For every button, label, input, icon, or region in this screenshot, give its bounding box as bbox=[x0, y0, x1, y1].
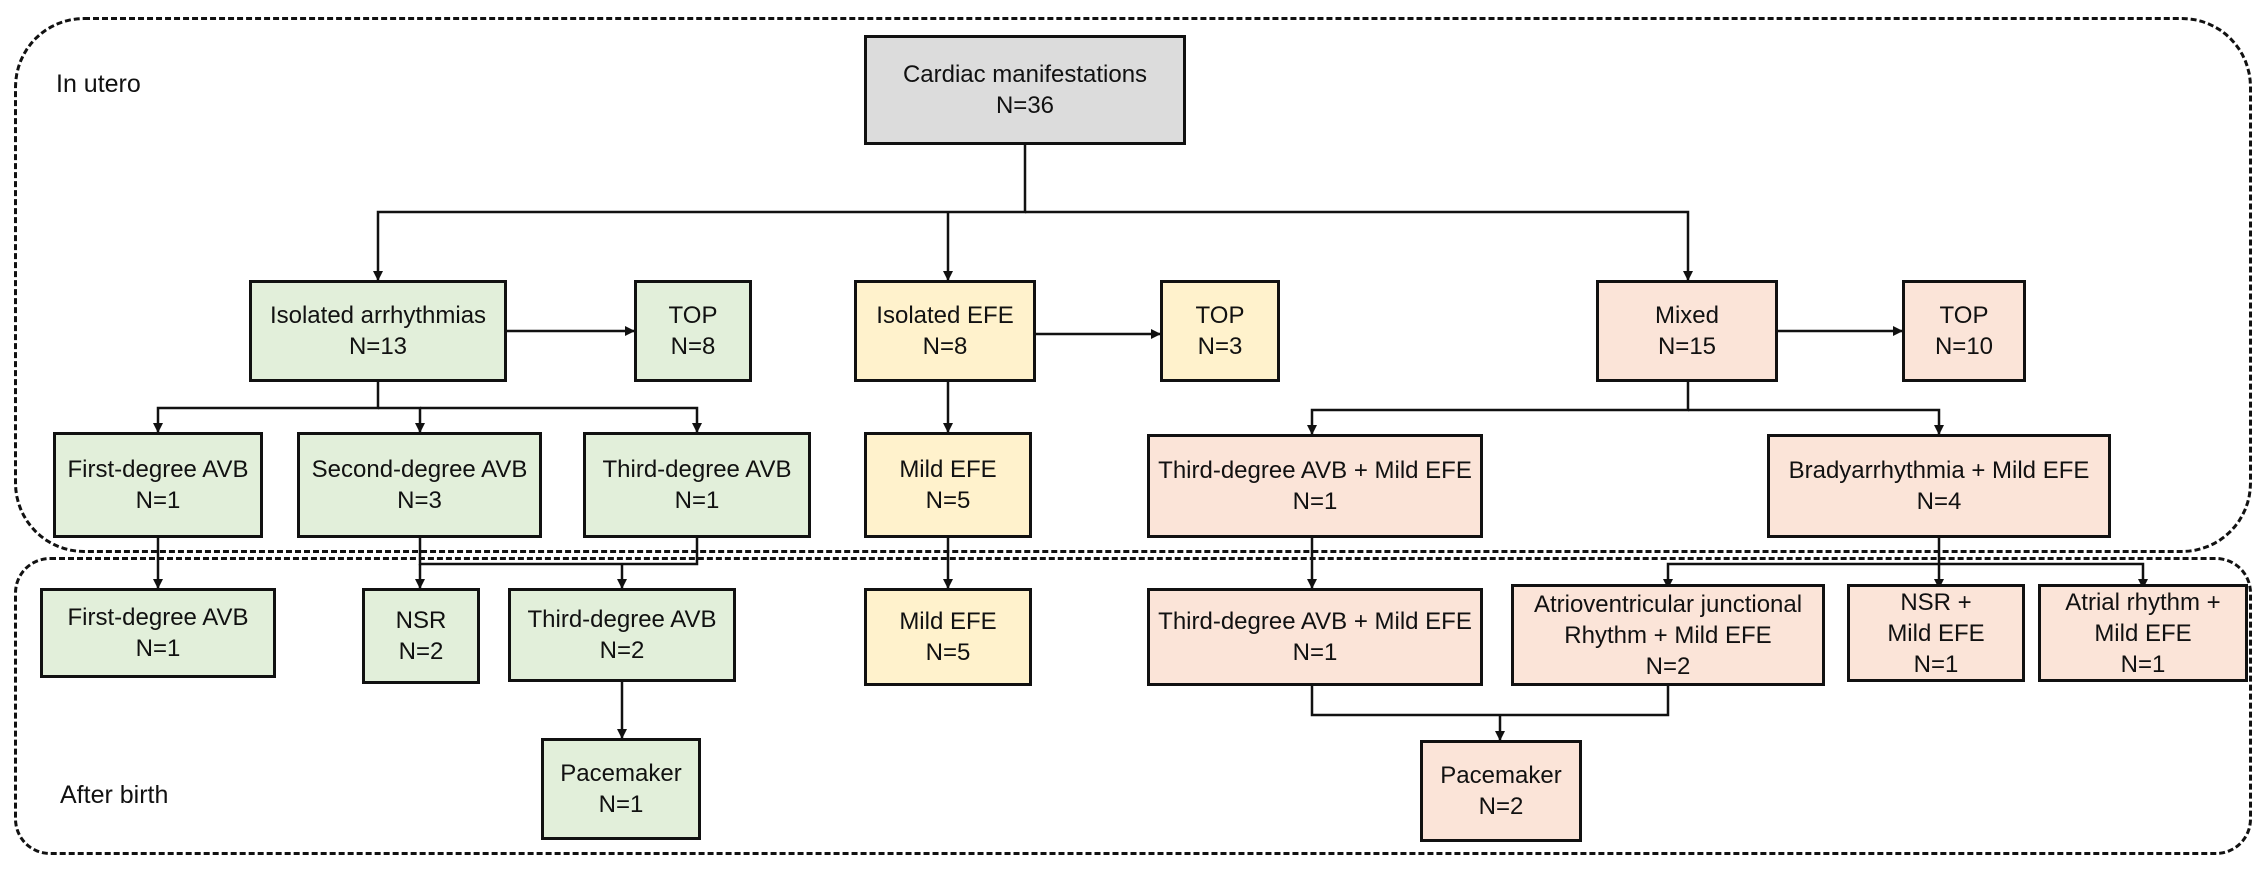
node-count: N=8 bbox=[922, 333, 968, 360]
node-label-line2: Rhythm + Mild EFE bbox=[1564, 621, 1772, 649]
node-count: N=1 bbox=[1292, 488, 1338, 515]
pacemaker-mixed-node: Pacemaker N=2 bbox=[1420, 740, 1582, 842]
node-label: Third-degree AVB + Mild EFE bbox=[1158, 608, 1472, 635]
node-label: Pacemaker bbox=[1440, 762, 1562, 789]
node-count: N=1 bbox=[135, 487, 181, 514]
nsr-birth-node: NSR N=2 bbox=[362, 588, 480, 684]
node-count: N=3 bbox=[1197, 333, 1243, 360]
node-label: Mild EFE bbox=[899, 456, 997, 483]
top-efe-node: TOP N=3 bbox=[1160, 280, 1280, 382]
node-label: NSR + bbox=[1900, 588, 1972, 616]
node-count: N=13 bbox=[348, 333, 408, 360]
node-label: First-degree AVB bbox=[67, 604, 249, 631]
node-label: Third-degree AVB bbox=[602, 456, 792, 483]
first-degree-avb-utero-node: First-degree AVB N=1 bbox=[53, 432, 263, 538]
node-count: N=2 bbox=[599, 637, 645, 664]
node-count: N=1 bbox=[674, 487, 720, 514]
node-label: Cardiac manifestations bbox=[902, 61, 1148, 88]
node-count: N=1 bbox=[1913, 650, 1959, 678]
node-label-line2: Mild EFE bbox=[1887, 619, 1985, 647]
av-junctional-rhythm-birth-node: Atrioventricular junctional Rhythm + Mil… bbox=[1511, 584, 1825, 686]
node-count: N=10 bbox=[1934, 333, 1994, 360]
node-label: TOP bbox=[1939, 302, 1989, 329]
after-birth-region bbox=[14, 557, 2252, 855]
node-count: N=4 bbox=[1916, 488, 1962, 515]
node-label: TOP bbox=[668, 302, 718, 329]
node-label: Mixed bbox=[1654, 302, 1720, 329]
node-count: N=1 bbox=[2120, 650, 2166, 678]
node-count: N=2 bbox=[398, 638, 444, 665]
node-label: TOP bbox=[1195, 302, 1245, 329]
node-count: N=1 bbox=[598, 791, 644, 818]
in-utero-region bbox=[14, 17, 2252, 553]
pacemaker-arrhythmia-node: Pacemaker N=1 bbox=[541, 738, 701, 840]
isolated-efe-node: Isolated EFE N=8 bbox=[854, 280, 1036, 382]
in-utero-label: In utero bbox=[56, 70, 141, 98]
atrial-rhythm-mild-efe-birth-node: Atrial rhythm + Mild EFE N=1 bbox=[2038, 584, 2248, 682]
node-label: Isolated EFE bbox=[876, 302, 1014, 329]
third-avb-mild-efe-birth-node: Third-degree AVB + Mild EFE N=1 bbox=[1147, 588, 1483, 686]
node-label: First-degree AVB bbox=[67, 456, 249, 483]
node-label-line2: Mild EFE bbox=[2094, 619, 2192, 647]
first-degree-avb-birth-node: First-degree AVB N=1 bbox=[40, 588, 276, 678]
mild-efe-birth-node: Mild EFE N=5 bbox=[864, 588, 1032, 686]
node-label: Third-degree AVB + Mild EFE bbox=[1158, 457, 1472, 484]
node-label: Atrioventricular junctional bbox=[1533, 590, 1803, 618]
node-count: N=15 bbox=[1657, 333, 1717, 360]
third-degree-avb-birth-node: Third-degree AVB N=2 bbox=[508, 588, 736, 682]
second-degree-avb-utero-node: Second-degree AVB N=3 bbox=[297, 432, 542, 538]
node-count: N=3 bbox=[397, 487, 442, 514]
node-label: Atrial rhythm + bbox=[2065, 588, 2221, 616]
node-count: N=5 bbox=[925, 639, 971, 666]
node-count: N=1 bbox=[1292, 639, 1338, 666]
node-count: N=1 bbox=[135, 635, 181, 662]
node-count: N=5 bbox=[925, 487, 971, 514]
mild-efe-utero-node: Mild EFE N=5 bbox=[864, 432, 1032, 538]
after-birth-label: After birth bbox=[60, 781, 169, 809]
top-arrhythmias-node: TOP N=8 bbox=[634, 280, 752, 382]
mixed-node: Mixed N=15 bbox=[1596, 280, 1778, 382]
node-label: Second-degree AVB bbox=[311, 456, 528, 483]
node-count: N=36 bbox=[995, 92, 1055, 119]
node-count: N=2 bbox=[1645, 652, 1691, 680]
nsr-mild-efe-birth-node: NSR + Mild EFE N=1 bbox=[1847, 584, 2025, 682]
node-label: Bradyarrhythmia + Mild EFE bbox=[1788, 457, 2090, 484]
isolated-arrhythmias-node: Isolated arrhythmias N=13 bbox=[249, 280, 507, 382]
top-mixed-node: TOP N=10 bbox=[1902, 280, 2026, 382]
node-label: Mild EFE bbox=[899, 608, 997, 635]
third-avb-mild-efe-utero-node: Third-degree AVB + Mild EFE N=1 bbox=[1147, 434, 1483, 538]
node-count: N=8 bbox=[670, 333, 716, 360]
node-label: NSR bbox=[395, 607, 447, 634]
node-label: Isolated arrhythmias bbox=[269, 302, 487, 329]
node-label: Pacemaker bbox=[560, 760, 682, 787]
bradyarrhythmia-mild-efe-utero-node: Bradyarrhythmia + Mild EFE N=4 bbox=[1767, 434, 2111, 538]
cardiac-manifestations-node: Cardiac manifestations N=36 bbox=[864, 35, 1186, 145]
node-label: Third-degree AVB bbox=[527, 606, 717, 633]
node-count: N=2 bbox=[1478, 793, 1524, 820]
third-degree-avb-utero-node: Third-degree AVB N=1 bbox=[583, 432, 811, 538]
